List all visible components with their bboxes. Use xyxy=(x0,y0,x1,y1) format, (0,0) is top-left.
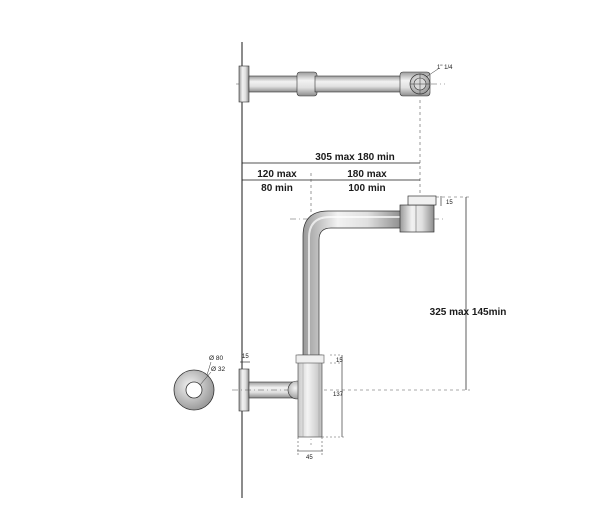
rosette-dia-leader-32 xyxy=(199,371,212,386)
arm-left-min-label: 80 min xyxy=(261,183,293,194)
top-view: 1" 1/4 xyxy=(236,65,453,103)
vertical-extension-label: 325 max 145min xyxy=(430,307,507,318)
pipe-diameter-label: Ø 32 xyxy=(211,366,225,373)
top-offset-label: 15 xyxy=(446,200,453,206)
arm-right-min-label: 100 min xyxy=(348,183,385,194)
outlet-flange xyxy=(407,195,437,206)
rosette-inner xyxy=(185,381,203,399)
arm-left-max-label: 120 max xyxy=(257,169,297,180)
top-arm-pipe xyxy=(314,75,406,93)
top-wall-pipe xyxy=(248,75,302,93)
tube-width-label: 45 xyxy=(306,455,313,461)
tube-top-label: 15 xyxy=(336,358,343,364)
outlet-body xyxy=(399,204,435,233)
l-pipe-highlight xyxy=(308,216,400,358)
thread-label: 1" 1/4 xyxy=(437,65,453,71)
overall-extension-label: 305 max 180 min xyxy=(315,152,395,163)
rosette-depth-label: 15 xyxy=(242,354,249,360)
top-coupling xyxy=(296,71,318,97)
trap-cap xyxy=(295,354,325,364)
arm-right-max-label: 180 max xyxy=(347,169,387,180)
tube-height-label: 137 xyxy=(333,392,344,398)
rosette-diameter-label: Ø 80 xyxy=(209,355,223,362)
horizontal-dimensions: 305 max 180 min 120 max 80 min 180 max 1… xyxy=(242,100,421,218)
thread-leader xyxy=(425,68,439,78)
l-pipe xyxy=(302,210,403,361)
rosette-front-view: Ø 80 Ø 32 xyxy=(173,355,225,411)
side-view: 15 325 max 145min 15 15 137 45 xyxy=(232,195,507,461)
trap-tube xyxy=(297,354,323,438)
top-rosette xyxy=(238,65,250,103)
rosette-dia-leader-80 xyxy=(206,361,212,376)
